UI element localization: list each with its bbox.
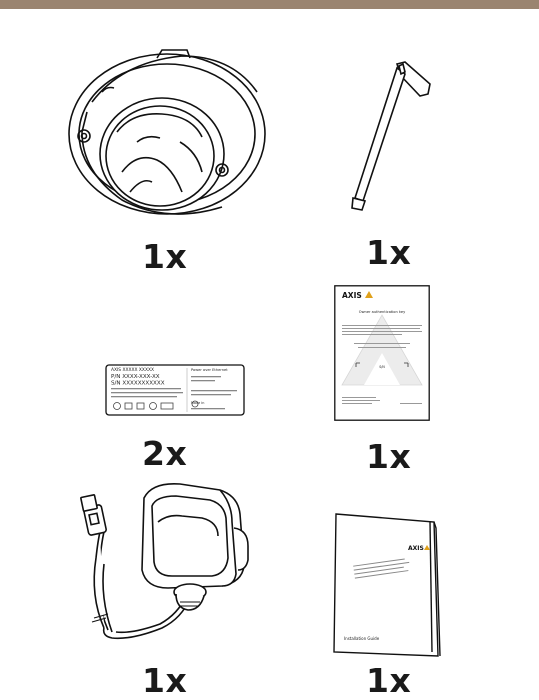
label-sticker: AXIS XXXXX XXXXX P/N XXXX-XXX-XX S/N XXX… — [105, 364, 245, 416]
authentication-key-field: S/N — [379, 365, 385, 369]
label-sticker-quantity: 2x — [142, 437, 187, 470]
power-adapter-quantity: 1x — [142, 664, 187, 697]
hex-key-icon — [335, 58, 435, 213]
installation-guide-brand: AXIS — [408, 545, 424, 552]
power-adapter-illustration — [72, 478, 252, 658]
label-line-model: AXIS XXXXX XXXXX — [111, 367, 154, 373]
label-line-made-in: Made in — [191, 401, 204, 405]
security-key-illustration — [335, 58, 435, 213]
installation-guide-booklet: AXIS Installation Guide — [330, 510, 442, 660]
authentication-key-graphic: AXIS Owner authentication key S/N — [334, 285, 430, 421]
authentication-key-brand: AXIS — [342, 291, 362, 300]
installation-guide-quantity: 1x — [366, 664, 411, 697]
dome-camera-quantity: 1x — [142, 240, 187, 273]
installation-guide-graphic: AXIS Installation Guide — [330, 510, 442, 660]
security-key-quantity: 1x — [366, 236, 411, 269]
label-line-part-number: P/N XXXX-XXX-XX — [111, 374, 160, 380]
label-sticker-graphic: AXIS XXXXX XXXXX P/N XXXX-XXX-XX S/N XXX… — [105, 364, 245, 416]
power-adapter-icon — [72, 478, 252, 658]
installation-guide-footer: Installation Guide — [344, 636, 380, 641]
dome-camera-icon — [62, 42, 267, 222]
dome-camera-illustration — [62, 42, 267, 222]
label-line-serial: S/N XXXXXXXXXXX — [111, 381, 165, 387]
authentication-key-title: Owner authentication key — [359, 310, 406, 314]
authentication-key-document: AXIS Owner authentication key S/N — [334, 285, 430, 421]
label-line-poe: Power over Ethernet — [191, 368, 228, 372]
authentication-key-quantity: 1x — [366, 440, 411, 473]
header-bar — [0, 0, 539, 9]
